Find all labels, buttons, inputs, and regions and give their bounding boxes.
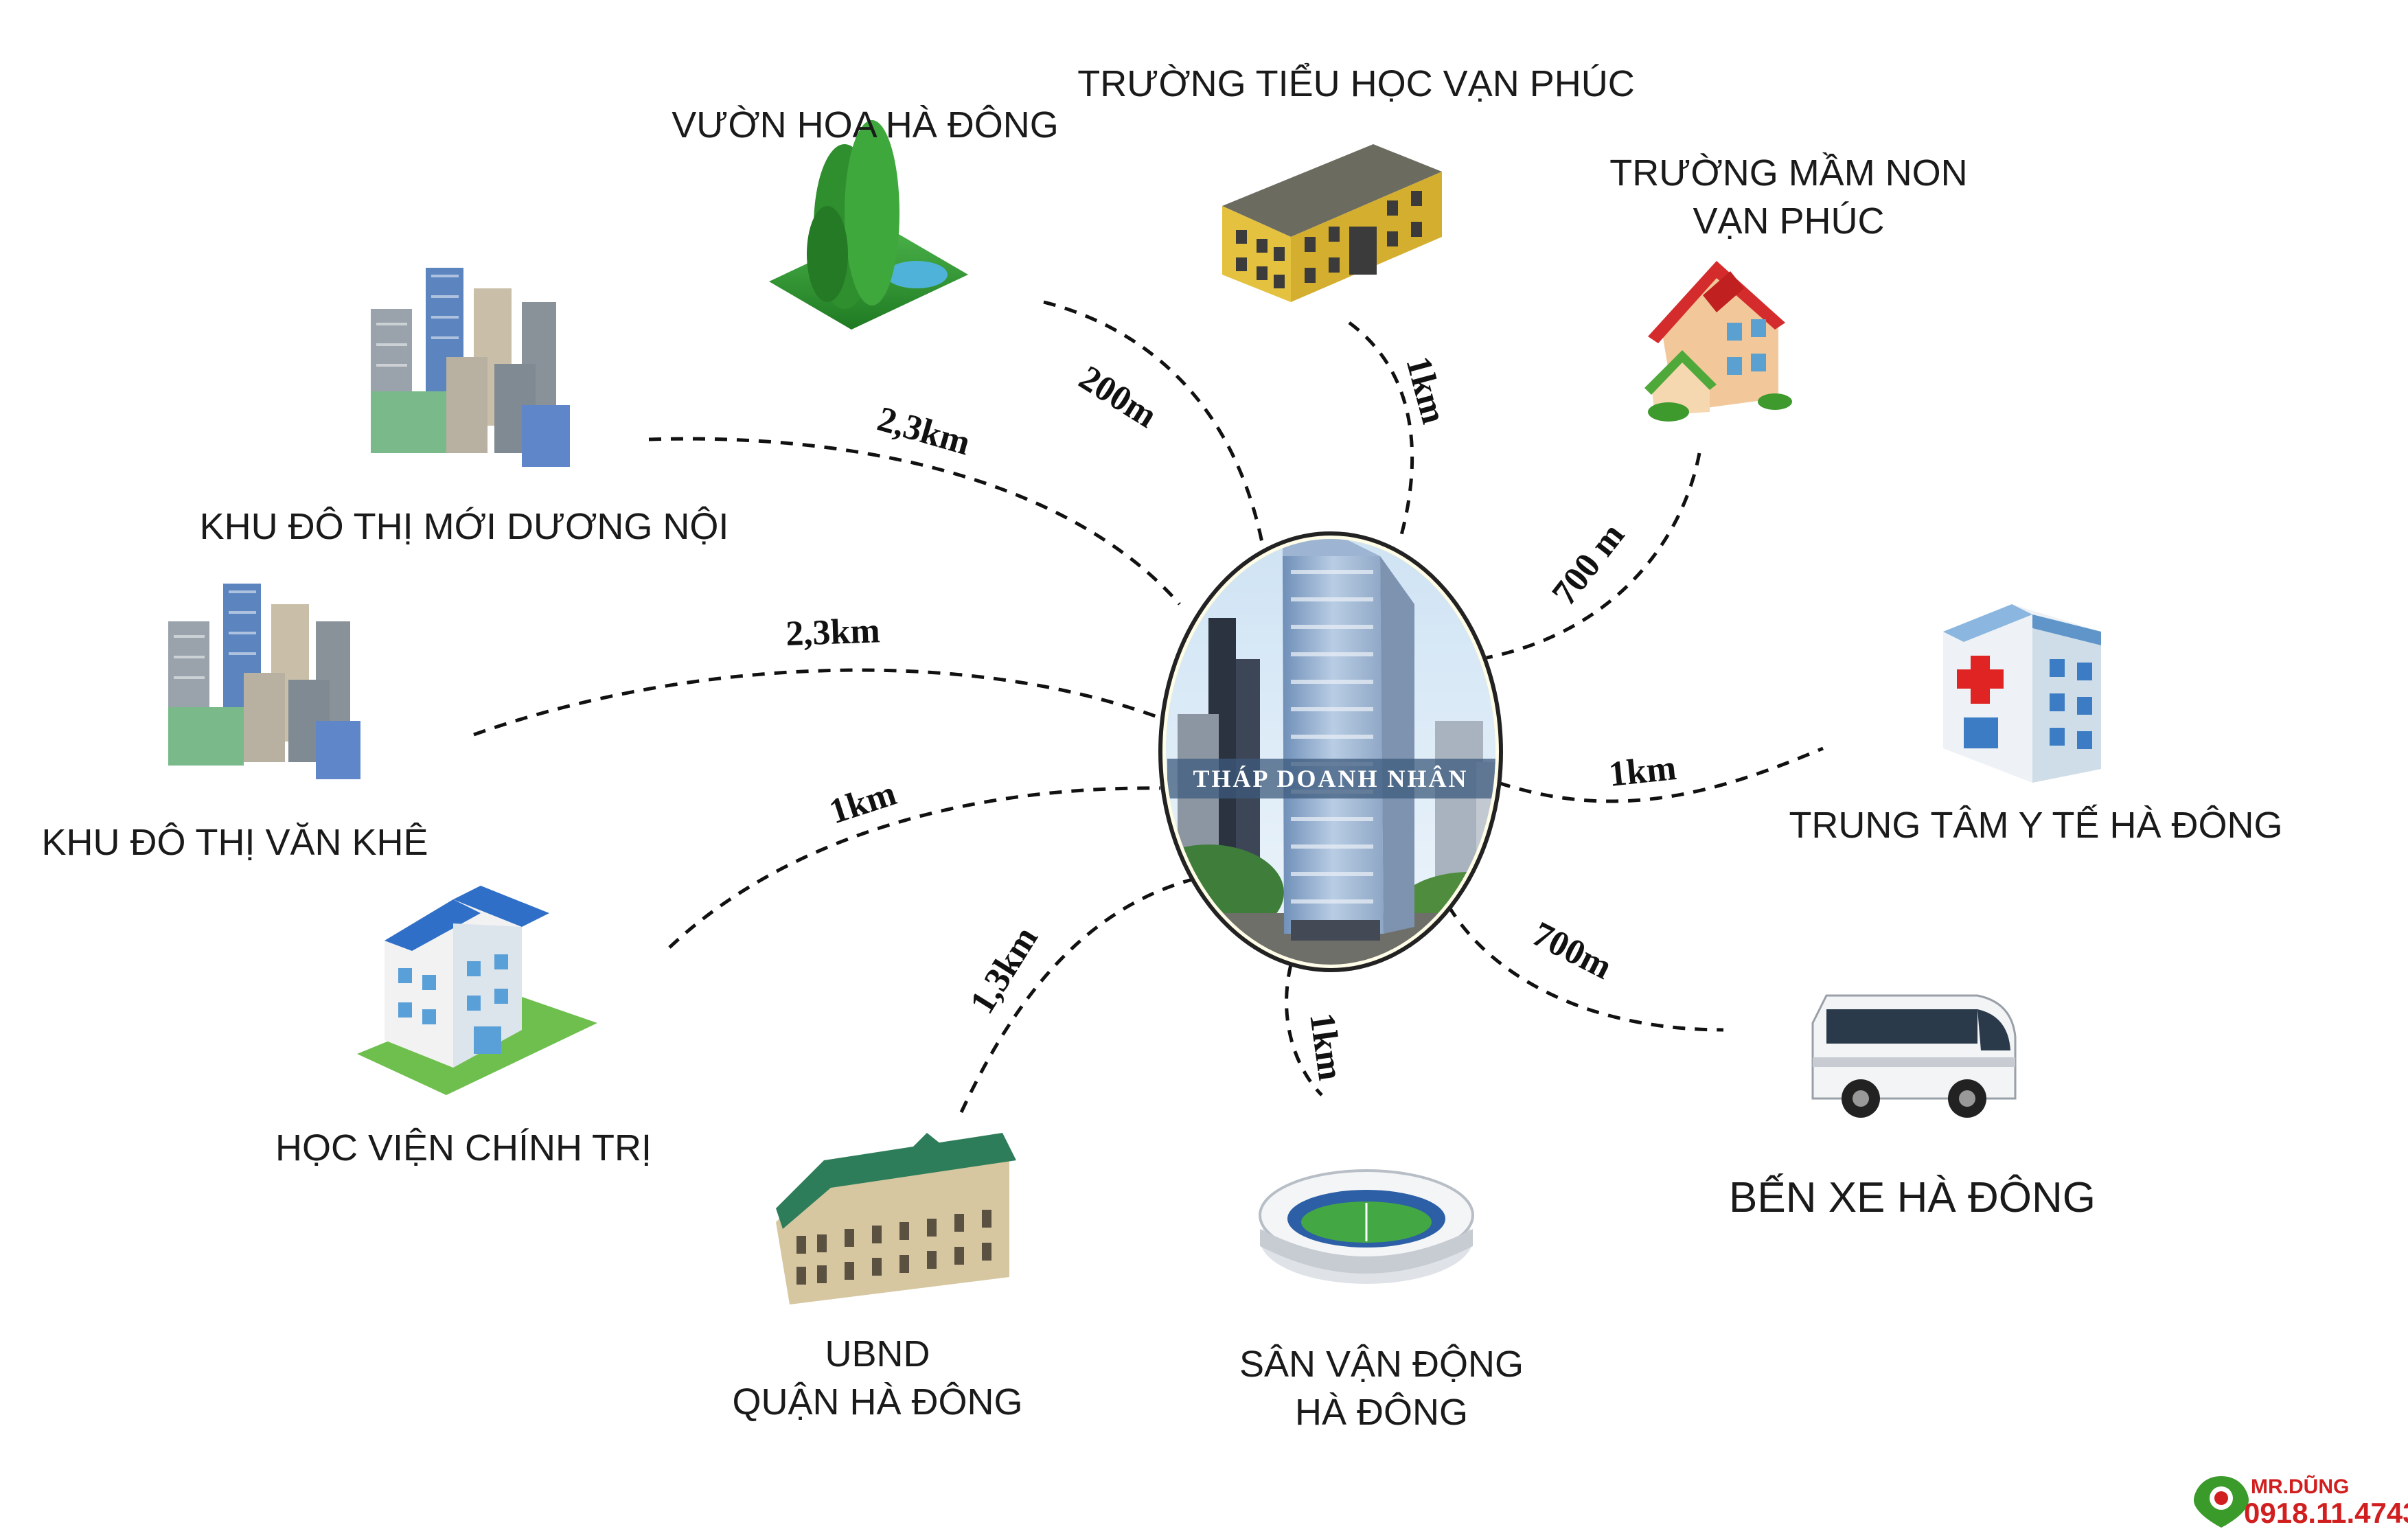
contact-badge: MR.DŨNG 0918.11.4743 [2194,1475,2408,1529]
center-label: THÁP DOANH NHÂN [1193,765,1468,792]
distance-van-khe: 2,3km [785,611,880,654]
park-icon [769,120,968,330]
office-building-icon [357,886,597,1095]
label-ubnd-line2: QUẬN HÀ ĐÔNG [732,1381,1022,1423]
label-y-te: TRUNG TÂM Y TẾ HÀ ĐÔNG [1789,805,2282,846]
town-hall-icon [776,1133,1016,1304]
hospital-icon [1943,604,2101,783]
distance-san-van-dong: 1km [1302,1011,1350,1083]
label-ben-xe: BẾN XE HÀ ĐÔNG [1729,1174,2096,1221]
connector-ubnd [959,877,1195,1114]
label-ubnd-line1: UBND [825,1333,930,1375]
destination-labels: VƯỜN HOA HÀ ĐÔNG TRƯỜNG TIỂU HỌC VẠN PHÚ… [41,63,2282,1433]
distance-ben-xe: 700m [1526,915,1618,987]
label-tieu-hoc: TRƯỜNG TIỂU HỌC VẠN PHÚC [1077,63,1634,104]
label-hoc-vien: HỌC VIỆN CHÍNH TRỊ [275,1127,652,1169]
label-mam-non-line1: TRƯỜNG MẦM NON [1609,152,1967,194]
connector-y-te [1498,746,1824,803]
center-tower-badge: THÁP DOANH NHÂN [1158,531,1503,972]
label-vuon-hoa: VƯỜN HOA HÀ ĐÔNG [672,104,1059,146]
connector-mam-non [1486,452,1701,660]
connector-hoc-vien [668,786,1161,949]
distance-ubnd: 1,3km [963,920,1046,1021]
contact-phone: 0918.11.4743 [2244,1497,2408,1529]
label-mam-non-line2: VẠN PHÚC [1693,200,1884,242]
connector-tieu-hoc [1348,321,1414,543]
label-san-van-dong-line1: SÂN VẬN ĐỘNG [1239,1344,1524,1385]
connector-duong-noi [648,437,1181,606]
connector-vuon-hoa [1043,300,1264,543]
house-icon [1644,261,1792,422]
connectors [473,300,1824,1114]
city-towers-icon [371,268,570,467]
label-san-van-dong-line2: HÀ ĐÔNG [1295,1392,1468,1433]
map-pin-icon [2194,1476,2249,1528]
connector-ben-xe [1447,905,1724,1032]
distance-duong-noi: 2,3km [873,400,975,463]
label-van-khe: KHU ĐÔ THỊ VĂN KHÊ [41,822,428,863]
bus-icon [1811,994,2017,1118]
stadium-icon [1259,1169,1474,1284]
contact-name: MR.DŨNG [2251,1475,2349,1498]
distance-vuon-hoa: 200m [1073,358,1164,436]
tower-photo [1166,539,1495,965]
connector-van-khe [473,668,1160,737]
distance-hoc-vien: 1km [825,774,901,832]
distance-y-te: 1km [1607,748,1678,794]
school-building-icon [1222,144,1442,302]
distance-mam-non: 700 m [1545,516,1633,612]
label-duong-noi: KHU ĐÔ THỊ MỚI DƯƠNG NỘI [200,506,729,547]
city-towers-icon [168,584,360,779]
